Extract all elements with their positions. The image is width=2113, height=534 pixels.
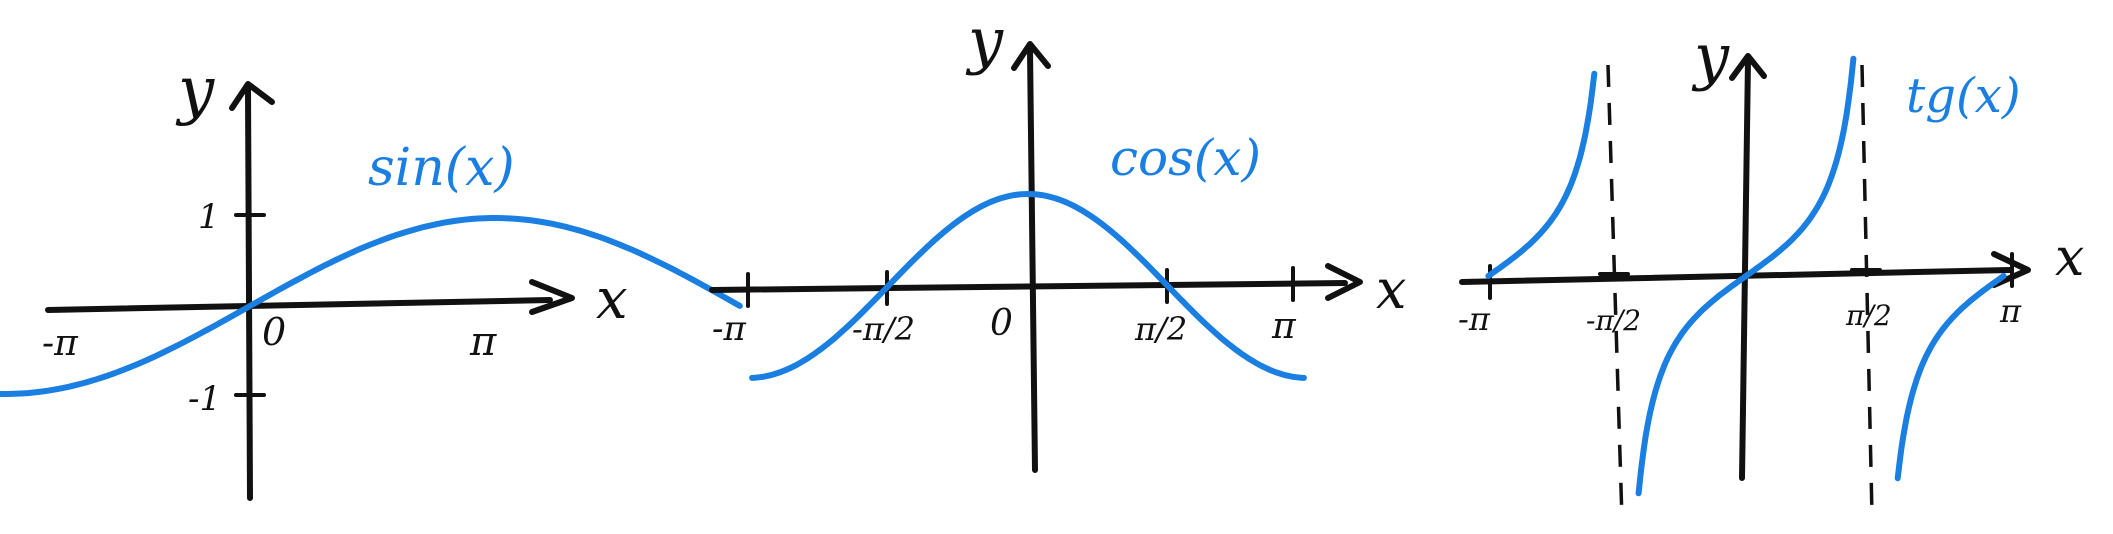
sin-x-tick-label-pi: π (469, 319, 497, 365)
sin-y-axis-label: y (175, 54, 215, 128)
sin-x-axis (45, 297, 553, 313)
cos-x-tick-label-pi: π (1271, 306, 1297, 347)
cos-y-axis-arrowhead (1011, 41, 1051, 71)
tg-x-axis-label: x (2055, 228, 2084, 288)
cos-y-axis-label: y (965, 4, 1004, 77)
tg-x-axis-arrowhead (1991, 251, 2031, 288)
tg-chart: y x -π -π/2 π/2 π tg(x) (1458, 20, 2084, 521)
cos-x-axis-label: x (1376, 258, 1406, 321)
sin-series-label: sin(x) (368, 138, 515, 198)
sin-curve (0, 215, 743, 397)
sin-y-tick-label-1: 1 (198, 197, 220, 237)
cos-x-axis (709, 280, 1348, 293)
cos-x-tick-label-minus-pi: -π (712, 309, 746, 349)
tg-curve-branch-left (1485, 70, 1598, 279)
tg-x-axis (1459, 267, 2013, 285)
tg-y-axis (1739, 57, 1751, 481)
sin-chart: y x -π 0 π 1 -1 sin(x) (0, 54, 743, 501)
sin-y-axis-arrowhead (229, 81, 275, 111)
tg-asymptote-half-pi (1860, 64, 1874, 516)
cos-x-axis-arrowhead (1325, 263, 1363, 301)
cos-chart: y x -π -π/2 0 π/2 π cos(x) (709, 4, 1406, 473)
sin-x-axis-arrowhead (529, 279, 575, 315)
cos-series-label: cos(x) (1110, 129, 1261, 187)
tg-series-label: tg(x) (1906, 68, 2021, 124)
sin-x-tick-label-minus-pi: -π (42, 323, 79, 364)
tg-x-tick-label-minus-pi: -π (1458, 300, 1491, 338)
cos-x-tick-label-half-pi: π/2 (1134, 310, 1187, 348)
sin-y-axis (245, 87, 253, 501)
tg-asymptote-minus-half-pi (1606, 64, 1624, 521)
cos-y-axis (1027, 47, 1038, 473)
cos-x-tick-label-zero: 0 (990, 303, 1013, 344)
tg-curve-branch-right (1894, 273, 2007, 482)
tg-y-axis-arrowhead (1729, 53, 1767, 81)
tg-x-tick-label-minus-half-pi: -π/2 (1586, 304, 1641, 337)
sin-y-tick-label-minus-1: -1 (188, 379, 221, 419)
tg-y-axis-label: y (1691, 20, 1730, 93)
sin-axes (45, 81, 575, 501)
sin-x-axis-label: x (596, 267, 628, 332)
tg-curve-branch-middle (1635, 55, 1857, 497)
cos-axes (709, 41, 1363, 473)
cos-curve (749, 191, 1307, 381)
tg-x-tick-label-pi: π (1999, 292, 2022, 330)
tg-x-tick-label-half-pi: π/2 (1845, 299, 1892, 332)
tg-axes (1459, 53, 2031, 521)
cos-x-tick-label-minus-half-pi: -π/2 (852, 310, 915, 348)
sin-x-tick-label-zero: 0 (262, 310, 286, 354)
